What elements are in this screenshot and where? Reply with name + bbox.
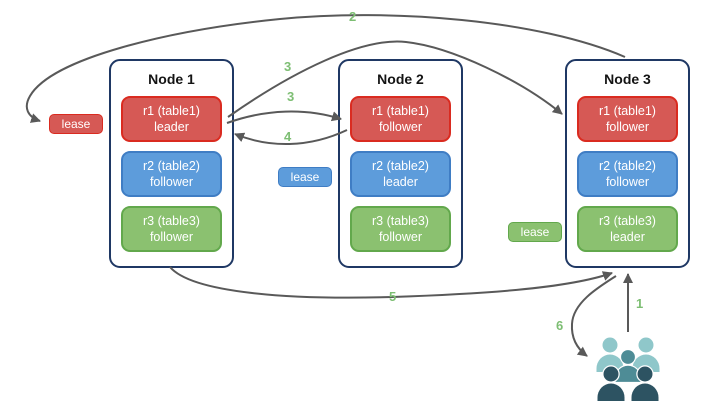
node-2-replica-r2: r2 (table2) leader	[350, 151, 451, 197]
step-label-3a: 3	[284, 59, 292, 74]
replica-role: follower	[149, 230, 194, 244]
node-3-replica-r1: r1 (table1) follower	[577, 96, 678, 142]
node-3-title: Node 3	[604, 71, 651, 87]
replica-role: follower	[378, 120, 423, 134]
node-3-box: Node 3 r1 (table1) follower r2 (table2) …	[565, 59, 690, 268]
replica-name: r1 (table1)	[372, 103, 429, 118]
node-2-replica-r1: r1 (table1) follower	[350, 96, 451, 142]
replica-name: r3 (table3)	[372, 213, 429, 228]
replica-name: r2 (table2)	[372, 158, 429, 173]
replica-role: follower	[378, 230, 423, 244]
replica-role: leader	[610, 230, 645, 244]
node-1-box: Node 1 r1 (table1) leader r2 (table2) fo…	[109, 59, 234, 268]
lease-badge-blue: lease	[278, 167, 332, 187]
replica-role: follower	[605, 120, 650, 134]
node-1-replica-r3: r3 (table3) follower	[121, 206, 222, 252]
replica-role: leader	[154, 120, 189, 134]
node-2-replica-r3: r3 (table3) follower	[350, 206, 451, 252]
step-label-3b: 3	[287, 89, 295, 104]
node-2-title: Node 2	[377, 71, 424, 87]
node-1-replica-r2: r2 (table2) follower	[121, 151, 222, 197]
replica-name: r2 (table2)	[143, 158, 200, 173]
node-2-box: Node 2 r1 (table1) follower r2 (table2) …	[338, 59, 463, 268]
replica-role: follower	[605, 175, 650, 189]
replica-name: r1 (table1)	[599, 103, 656, 118]
replica-name: r2 (table2)	[599, 158, 656, 173]
replica-name: r3 (table3)	[143, 213, 200, 228]
step-label-1: 1	[636, 296, 644, 311]
replica-role: follower	[149, 175, 194, 189]
step-label-6: 6	[556, 318, 564, 333]
step-label-2: 2	[349, 9, 357, 24]
node-3-replica-r2: r2 (table2) follower	[577, 151, 678, 197]
users-icon	[595, 336, 661, 403]
lease-badge-green: lease	[508, 222, 562, 242]
replica-name: r3 (table3)	[599, 213, 656, 228]
node-1-title: Node 1	[148, 71, 195, 87]
step-label-4: 4	[284, 129, 292, 144]
step-label-5: 5	[389, 289, 397, 304]
replica-role: leader	[383, 175, 418, 189]
node-1-replica-r1: r1 (table1) leader	[121, 96, 222, 142]
arrow-step-3-to-node2	[226, 110, 342, 124]
lease-badge-red: lease	[49, 114, 103, 134]
node-3-replica-r3: r3 (table3) leader	[577, 206, 678, 252]
replica-name: r1 (table1)	[143, 103, 200, 118]
